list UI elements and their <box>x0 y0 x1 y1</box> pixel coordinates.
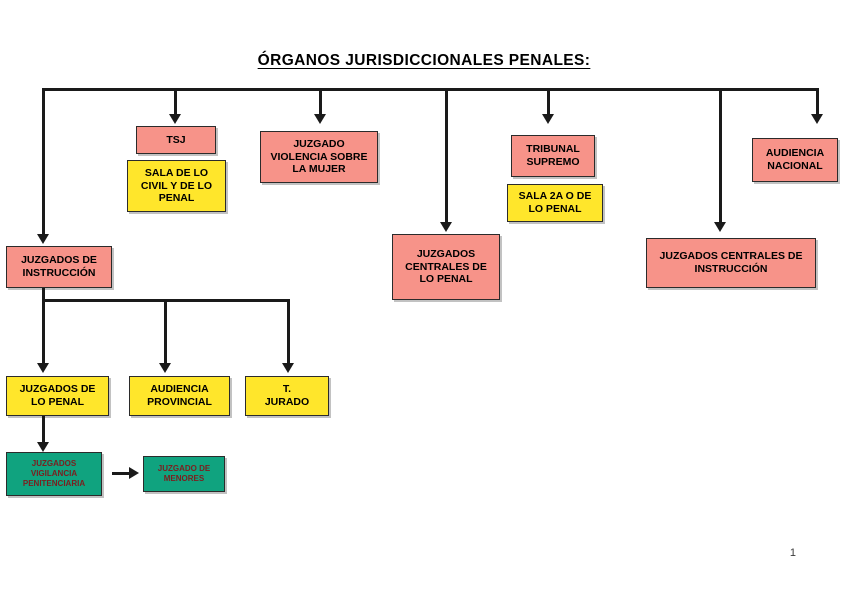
connector-title-to-tribunal-supremo <box>547 88 550 116</box>
node-juzgado-violencia-mujer[interactable]: JUZGADO VIOLENCIA SOBRE LA MUJER <box>260 131 378 183</box>
node-juzgados-vigilancia[interactable]: JUZGADOS VIGILANCIA PENITENCIARIA <box>6 452 102 496</box>
connector-title-to-juzgados-centrales-instruccion <box>719 88 722 224</box>
arrow-to-juzgado-menores <box>129 467 139 479</box>
arrow-to-tsj <box>169 114 181 124</box>
arrow-to-audiencia-nacional <box>811 114 823 124</box>
connector-instruccion-to-audiencia-provincial <box>164 299 167 365</box>
node-audiencia-nacional[interactable]: AUDIENCIA NACIONAL <box>752 138 838 182</box>
arrow-to-juzgados-lo-penal <box>37 363 49 373</box>
arrow-to-audiencia-provincial <box>159 363 171 373</box>
node-sala-civil-penal[interactable]: SALA DE LO CIVIL Y DE LO PENAL <box>127 160 226 212</box>
node-juzgados-centrales-penal[interactable]: JUZGADOS CENTRALES DE LO PENAL <box>392 234 500 300</box>
node-sala-2a-penal[interactable]: SALA 2A O DE LO PENAL <box>507 184 603 222</box>
connector-title-to-juzgados-centrales-penal <box>445 88 448 224</box>
connector-title-to-audiencia-nacional <box>816 88 819 116</box>
node-tsj[interactable]: TSJ <box>136 126 216 154</box>
arrow-to-t-jurado <box>282 363 294 373</box>
page-number: 1 <box>789 547 796 559</box>
node-juzgados-centrales-instruccion[interactable]: JUZGADOS CENTRALES DE INSTRUCCIÓN <box>646 238 816 288</box>
connector-vigilancia-to-menores <box>112 472 130 475</box>
page-title: ÓRGANOS JURISDICCIONALES PENALES: <box>0 52 848 70</box>
connector-title-to-juzgados-instruccion <box>42 88 45 236</box>
node-juzgados-lo-penal[interactable]: JUZGADOS DE LO PENAL <box>6 376 109 416</box>
connector-lo-penal-to-vigilancia <box>42 416 45 444</box>
node-tribunal-supremo[interactable]: TRIBUNAL SUPREMO <box>511 135 595 177</box>
arrow-to-juzgado-violencia-mujer <box>314 114 326 124</box>
connector-instruccion-to-t-jurado <box>287 299 290 365</box>
connector-title-to-tsj <box>174 88 177 116</box>
page-title-text: ÓRGANOS JURISDICCIONALES PENALES: <box>257 52 591 69</box>
top-bus-line <box>42 88 819 91</box>
arrow-to-tribunal-supremo <box>542 114 554 124</box>
arrow-to-juzgados-centrales-penal <box>440 222 452 232</box>
arrow-to-juzgados-vigilancia <box>37 442 49 452</box>
connector-title-to-juzgado-violencia-mujer <box>319 88 322 116</box>
connector-instruccion-to-juzgados-lo-penal <box>42 299 45 365</box>
node-juzgado-menores[interactable]: JUZGADO DE MENORES <box>143 456 225 492</box>
arrow-to-juzgados-instruccion <box>37 234 49 244</box>
node-audiencia-provincial[interactable]: AUDIENCIA PROVINCIAL <box>129 376 230 416</box>
node-juzgados-instruccion[interactable]: JUZGADOS DE INSTRUCCIÓN <box>6 246 112 288</box>
node-t-jurado[interactable]: T. JURADO <box>245 376 329 416</box>
arrow-to-juzgados-centrales-instruccion <box>714 222 726 232</box>
connector-instruccion-stem <box>42 288 45 302</box>
